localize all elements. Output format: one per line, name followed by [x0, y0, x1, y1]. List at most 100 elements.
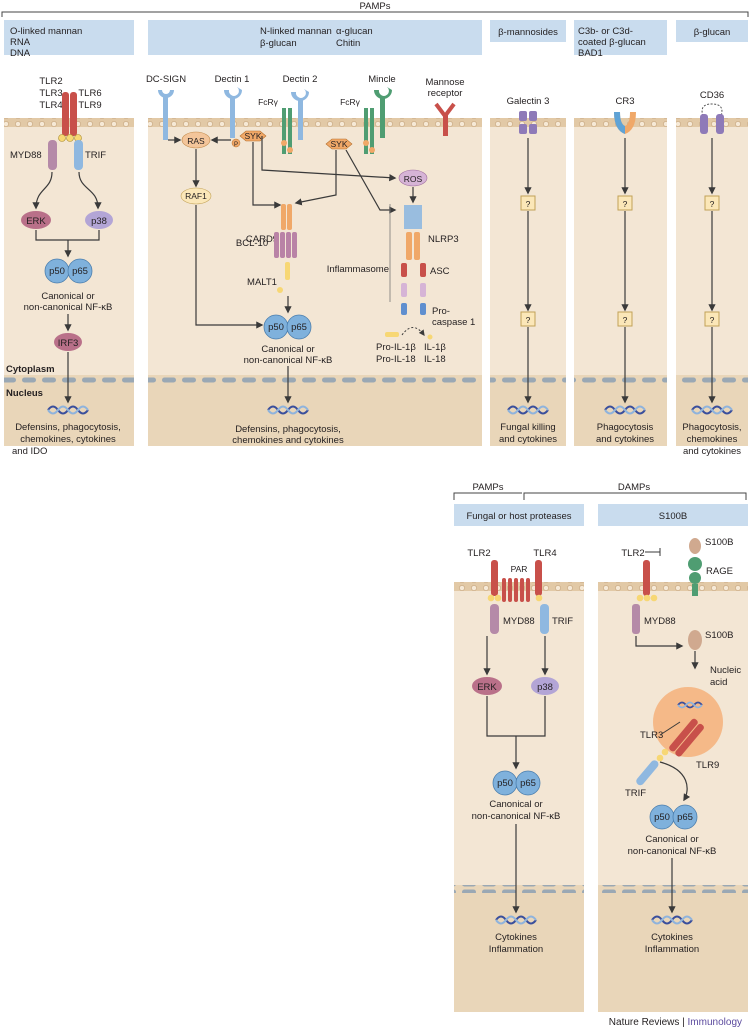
svg-text:caspase 1: caspase 1 — [432, 317, 475, 328]
myd88-shape — [48, 140, 57, 170]
svg-text:p50: p50 — [49, 266, 65, 277]
panel-galectin3: Galectin 3 ? ? Fungal killing and cytoki… — [499, 96, 557, 445]
svg-text:acid: acid — [710, 677, 727, 688]
journal-credit: Nature Reviews | Immunology — [608, 1017, 742, 1028]
syk-node — [239, 130, 267, 142]
ligand-box-4: C3b- or C3d- coated β-glucan BAD1 — [574, 20, 667, 59]
svg-text:TLR2: TLR2 — [467, 548, 490, 559]
svg-text:non-canonical NF-κB: non-canonical NF-κB — [24, 302, 113, 313]
svg-text:O-linked mannan: O-linked mannan — [10, 26, 82, 37]
svg-text:Inflammation: Inflammation — [645, 944, 699, 955]
ligand-box-3: β-mannosides — [490, 20, 566, 42]
svg-text:non-canonical NF-κB: non-canonical NF-κB — [628, 846, 717, 857]
svg-text:p65: p65 — [677, 812, 693, 823]
svg-text:non-canonical NF-κB: non-canonical NF-κB — [244, 355, 333, 366]
cytoplasm-label: Cytoplasm — [6, 364, 55, 375]
panel-protease: TLR2 TLR4 PAR MYD88 TRIF ERK p38 p50 p65… — [467, 548, 573, 955]
svg-text:β-glucan: β-glucan — [694, 27, 731, 38]
svg-text:CARD9: CARD9 — [246, 234, 278, 245]
panel-s100b: TLR2 S100B RAGE MYD88 S100B Nucleic acid… — [621, 537, 741, 955]
svg-text:and cytokines: and cytokines — [499, 434, 557, 445]
svg-text:Dectin 2: Dectin 2 — [283, 74, 318, 85]
pamps-bracket: PAMPs — [1, 1, 749, 17]
svg-text:β-glucan: β-glucan — [260, 38, 297, 49]
ligand-box-1: O-linked mannan RNA DNA — [4, 20, 134, 59]
ros-node — [398, 169, 428, 187]
bottom-brackets: PAMPs DAMPs Fungal or host proteases S10… — [453, 482, 748, 526]
svg-text:Galectin 3: Galectin 3 — [507, 96, 550, 107]
ligand-box-2: N-linked mannan β-glucan α-glucan Chitin — [148, 20, 482, 55]
journal-section: Immunology — [687, 1017, 742, 1028]
svg-text:RAS: RAS — [187, 136, 205, 146]
svg-text:ASC: ASC — [430, 266, 450, 277]
svg-text:FcRγ: FcRγ — [258, 97, 279, 107]
svg-text:?: ? — [623, 315, 628, 325]
svg-text:S100B: S100B — [705, 537, 734, 548]
svg-text:and IDO: and IDO — [12, 446, 47, 457]
svg-text:IL-1β: IL-1β — [424, 342, 446, 353]
svg-text:non-canonical NF-κB: non-canonical NF-κB — [472, 811, 561, 822]
svg-text:SYK: SYK — [244, 131, 261, 141]
svg-text:β-mannosides: β-mannosides — [498, 27, 558, 38]
svg-text:?: ? — [710, 199, 715, 209]
svg-text:TLR6: TLR6 — [78, 88, 101, 99]
svg-text:P: P — [234, 142, 238, 148]
svg-text:and cytokines: and cytokines — [683, 446, 741, 457]
svg-text:Dectin 1: Dectin 1 — [215, 74, 250, 85]
svg-text:RAGE: RAGE — [706, 566, 733, 577]
svg-text:chemokines, cytokines: chemokines, cytokines — [20, 434, 116, 445]
svg-text:RNA: RNA — [10, 37, 31, 48]
trif-shape — [74, 140, 83, 170]
panel-cr3: CR3 ? ? Phagocytosis and cytokines — [596, 96, 654, 445]
svg-text:?: ? — [710, 315, 715, 325]
svg-text:Pro-: Pro- — [432, 306, 450, 317]
svg-text:CR3: CR3 — [615, 96, 634, 107]
raf1-node — [180, 187, 212, 205]
svg-text:Defensins, phagocytosis,: Defensins, phagocytosis, — [235, 424, 341, 435]
svg-text:Nucleic: Nucleic — [710, 665, 741, 676]
svg-text:Phagocytosis: Phagocytosis — [597, 422, 654, 433]
svg-text:Inflammasome: Inflammasome — [327, 264, 389, 275]
svg-text:TLR2: TLR2 — [39, 76, 62, 87]
svg-text:Pro-IL-18: Pro-IL-18 — [376, 354, 416, 365]
svg-text:coated β-glucan: coated β-glucan — [578, 37, 646, 48]
svg-text:RAF1: RAF1 — [185, 191, 207, 201]
nfkb-label: Canonical or — [41, 291, 94, 302]
svg-text:Mincle: Mincle — [368, 74, 395, 85]
trif-label: TRIF — [85, 150, 106, 161]
dna-icon — [267, 405, 309, 415]
svg-text:MALT1: MALT1 — [247, 277, 277, 288]
svg-text:DNA: DNA — [10, 48, 31, 59]
svg-text:ROS: ROS — [404, 174, 423, 184]
svg-text:NLRP3: NLRP3 — [428, 234, 459, 245]
svg-text:C3b- or C3d-: C3b- or C3d- — [578, 26, 633, 37]
svg-text:chemokines: chemokines — [687, 434, 738, 445]
syk-node-2 — [325, 138, 353, 150]
svg-text:?: ? — [623, 199, 628, 209]
svg-text:IL-18: IL-18 — [424, 354, 446, 365]
endosome — [653, 687, 723, 757]
svg-text:?: ? — [526, 199, 531, 209]
svg-text:S100B: S100B — [705, 630, 734, 641]
myd88-label: MYD88 — [10, 150, 42, 161]
p38-label: p38 — [91, 216, 107, 227]
svg-text:TLR9: TLR9 — [78, 100, 101, 111]
svg-text:S100B: S100B — [659, 511, 688, 522]
svg-text:FcRγ: FcRγ — [340, 97, 361, 107]
svg-text:TRIF: TRIF — [552, 616, 573, 627]
svg-text:Inflammation: Inflammation — [489, 944, 543, 955]
svg-text:Canonical or: Canonical or — [261, 344, 314, 355]
svg-text:Canonical or: Canonical or — [489, 799, 542, 810]
svg-text:TLR3: TLR3 — [640, 730, 663, 741]
svg-text:?: ? — [526, 315, 531, 325]
panel1-output: Defensins, phagocytosis, — [15, 422, 121, 433]
ras-node — [181, 131, 211, 149]
svg-text:TRIF: TRIF — [625, 788, 646, 799]
svg-text:Fungal killing: Fungal killing — [500, 422, 555, 433]
par-receptor — [502, 578, 530, 602]
svg-text:receptor: receptor — [428, 88, 463, 99]
svg-text:p38: p38 — [537, 682, 553, 693]
svg-text:p65: p65 — [520, 778, 536, 789]
